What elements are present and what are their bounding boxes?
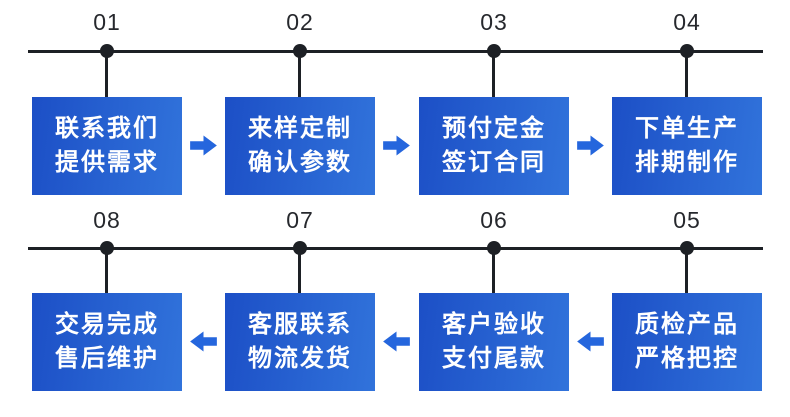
timeline-dot-03: [487, 44, 501, 58]
timeline-dot-08: [100, 241, 114, 255]
timeline-connector-01: [105, 53, 108, 97]
timeline-dot-07: [293, 241, 307, 255]
timeline-dot-05: [680, 241, 694, 255]
arrow-left-icon: [383, 331, 410, 352]
arrow-right-icon: [190, 135, 217, 156]
step-02-text-line2: 确认参数: [248, 149, 352, 176]
step-05-text-line2: 严格把控: [635, 345, 739, 372]
step-number-02: 02: [286, 9, 314, 35]
step-04-text-line2: 排期制作: [635, 149, 739, 176]
arrow-right-icon: [577, 135, 604, 156]
step-03-text-line1: 预付定金: [442, 115, 546, 142]
arrow-left-icon: [190, 331, 217, 352]
step-number-04: 04: [673, 9, 701, 35]
step-number-08: 08: [93, 207, 121, 233]
timeline-row-1: [28, 50, 763, 53]
step-08-text-line1: 交易完成: [55, 311, 159, 338]
step-box-07: 客服联系 物流发货: [225, 293, 375, 391]
timeline-connector-08: [105, 250, 108, 293]
step-box-04: 下单生产 排期制作: [612, 97, 762, 195]
timeline-connector-03: [492, 53, 495, 97]
timeline-connector-04: [685, 53, 688, 97]
timeline-dot-06: [487, 241, 501, 255]
step-box-02: 来样定制 确认参数: [225, 97, 375, 195]
timeline-row-2: [28, 247, 763, 250]
arrow-left-icon: [577, 331, 604, 352]
step-01-text-line2: 提供需求: [55, 149, 159, 176]
step-number-07: 07: [286, 207, 314, 233]
timeline-connector-07: [298, 250, 301, 293]
timeline-dot-01: [100, 44, 114, 58]
timeline-dot-02: [293, 44, 307, 58]
timeline-connector-06: [492, 250, 495, 293]
step-07-text-line2: 物流发货: [248, 345, 352, 372]
step-06-text-line2: 支付尾款: [442, 345, 546, 372]
step-box-08: 交易完成 售后维护: [32, 293, 182, 391]
step-01-text-line1: 联系我们: [55, 115, 159, 142]
step-08-text-line2: 售后维护: [55, 345, 159, 372]
timeline-connector-02: [298, 53, 301, 97]
step-05-text-line1: 质检产品: [635, 311, 739, 338]
step-number-01: 01: [93, 9, 121, 35]
step-box-01: 联系我们 提供需求: [32, 97, 182, 195]
step-number-06: 06: [480, 207, 508, 233]
step-04-text-line1: 下单生产: [635, 115, 739, 142]
step-box-03: 预付定金 签订合同: [419, 97, 569, 195]
arrow-right-icon: [383, 135, 410, 156]
step-07-text-line1: 客服联系: [248, 311, 352, 338]
step-box-06: 客户验收 支付尾款: [419, 293, 569, 391]
step-06-text-line1: 客户验收: [442, 311, 546, 338]
step-number-03: 03: [480, 9, 508, 35]
step-number-05: 05: [673, 207, 701, 233]
step-02-text-line1: 来样定制: [248, 115, 352, 142]
step-03-text-line2: 签订合同: [442, 149, 546, 176]
timeline-connector-05: [685, 250, 688, 293]
step-box-05: 质检产品 严格把控: [612, 293, 762, 391]
timeline-dot-04: [680, 44, 694, 58]
